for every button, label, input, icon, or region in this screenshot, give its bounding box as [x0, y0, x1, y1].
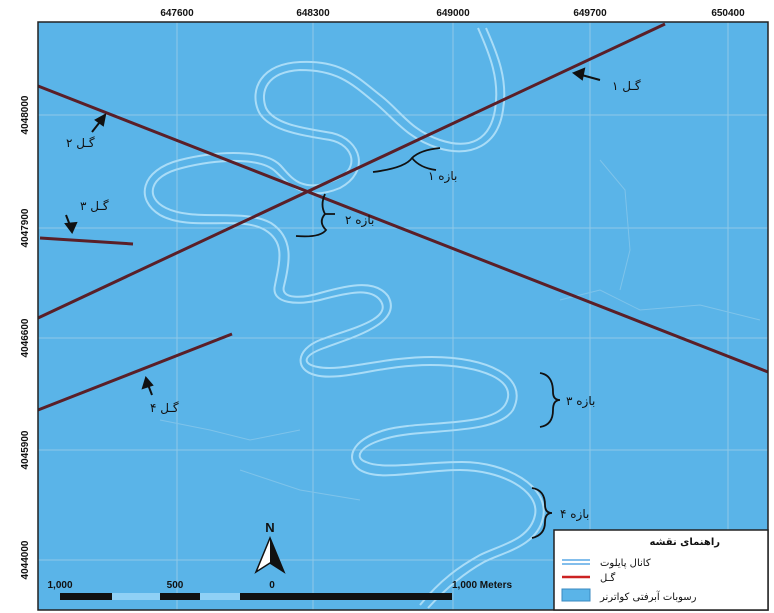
gal-2-line [37, 84, 769, 374]
y-tick-label: 4046600 [20, 318, 31, 357]
gal-2-label: گـل ۲ [66, 136, 95, 150]
y-tick-label: 4045900 [20, 430, 31, 469]
arrow-head-icon [64, 221, 78, 234]
scale-right-label: 1,000 Meters [452, 580, 512, 591]
y-tick-label: 4047900 [20, 208, 31, 247]
contour [159, 419, 301, 441]
north-label: N [265, 520, 274, 535]
arrows [64, 67, 601, 396]
gal-4-line [37, 332, 233, 412]
y-axis-ticks: 4048000 4047900 4046600 4045900 4044000 [20, 95, 31, 579]
legend-item-label: گـل [600, 572, 616, 584]
x-tick-label: 649700 [573, 8, 607, 19]
river-line-2 [151, 27, 545, 609]
map-background [38, 22, 768, 610]
legend-title: راهنمای نقشه [650, 537, 721, 548]
reach-3-label: بازه ۳ [566, 394, 595, 409]
scale-seg [112, 593, 160, 600]
gal-1-label: گـل ۱ [612, 79, 641, 93]
legend-item-label: کانال پایلوت [600, 558, 651, 569]
gal-3-label: گـل ۳ [80, 199, 109, 213]
reach-2-label: بازه ۲ [345, 213, 374, 228]
legend-swatch-alluvium [561, 588, 591, 602]
reach-brackets [295, 147, 561, 539]
bracket-reach-4 [531, 487, 553, 539]
x-tick-label: 647600 [160, 8, 194, 19]
gal-3-line [39, 236, 134, 246]
north-arrow: N [254, 520, 286, 574]
legend-item-label: رسوبات آبرفتی کواترنر [599, 590, 697, 603]
scale-left-label: 1,000 [47, 580, 72, 591]
faint-contours [159, 159, 761, 501]
x-tick-label: 650400 [711, 8, 745, 19]
scale-seg [60, 593, 112, 600]
x-axis-ticks: 647600 648300 649000 649700 650400 [160, 8, 745, 19]
scale-seg [160, 593, 200, 600]
scale-zero-label: 0 [269, 580, 275, 591]
north-arrow-fill-icon [270, 538, 284, 572]
arrow-head-icon [94, 113, 107, 127]
legend: راهنمای نقشه کانال پایلوت گـل رسوبات آبر… [553, 529, 769, 611]
reach-4-label: بازه ۴ [560, 507, 589, 522]
arrow-head-icon [571, 67, 586, 81]
contour [239, 469, 361, 501]
bracket-reach-3 [539, 372, 561, 428]
scale-mid-label: 500 [167, 580, 184, 591]
scale-seg [272, 593, 452, 600]
left-margin [0, 0, 38, 613]
reach-1-label: بازه ۱ [428, 169, 457, 184]
arrow-head-icon [141, 375, 154, 390]
right-margin [768, 0, 774, 613]
y-tick-label: 4048000 [20, 95, 31, 134]
map-frame [37, 21, 769, 611]
scale-seg [200, 593, 240, 600]
x-tick-label: 649000 [436, 8, 470, 19]
y-tick-label: 4044000 [20, 540, 31, 579]
bracket-reach-1 [372, 147, 441, 173]
top-margin [0, 0, 774, 22]
x-tick-label: 648300 [296, 8, 330, 19]
contour [559, 289, 761, 321]
gal-1-line [37, 22, 666, 320]
gal-4-label: گـل ۴ [150, 401, 179, 415]
river-line-1 [143, 27, 537, 606]
gal-lines [37, 22, 769, 412]
bracket-reach-2 [295, 193, 335, 238]
scale-seg [240, 593, 272, 600]
contour [599, 159, 631, 291]
pilot-channel [143, 27, 545, 609]
scale-bar: 1,000 500 0 1,000 Meters [47, 580, 512, 600]
